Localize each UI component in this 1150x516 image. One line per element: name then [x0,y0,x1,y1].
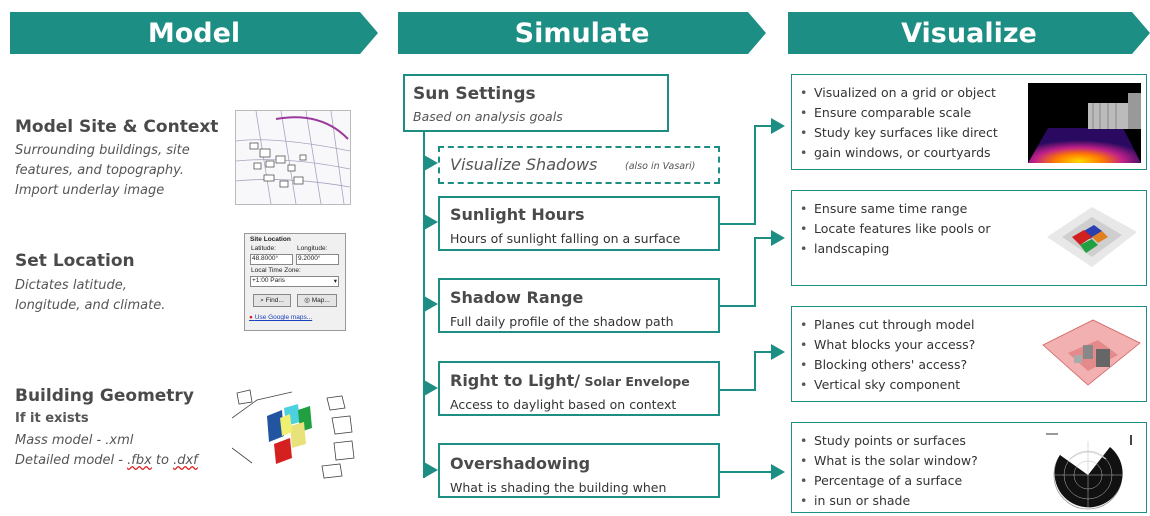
list-item: Planes cut through model [798,315,975,335]
model-header: Model [10,12,378,54]
sunlight-cube-thumbnail [1042,197,1140,279]
timezone-select[interactable]: +1:00 Paris ▾ [250,276,339,287]
chevron-down-icon: ▾ [333,278,337,285]
sunlight-hours-desc: Hours of sunlight falling on a surface [450,231,681,246]
visualize-shadows-title: Visualize Shadows [450,155,598,174]
set-location-desc: Dictates latitude, longitude, and climat… [15,278,166,313]
shadow-range-box: Shadow Range Full daily profile of the s… [438,278,720,333]
visualize-list-3: Planes cut through model What blocks you… [798,315,975,395]
visualize-box-4: Study points or surfaces What is the sol… [791,422,1147,513]
latitude-field[interactable]: 48.8000° [250,254,293,265]
set-location-title: Set Location [15,251,135,271]
list-item: Study points or surfaces [798,431,978,451]
shadow-range-title: Shadow Range [450,288,584,307]
sunlight-hours-box: Sunlight Hours Hours of sunlight falling… [438,196,720,251]
overshadowing-title: Overshadowing [450,454,591,473]
visualize-shadows-note: (also in Vasari) [625,161,696,172]
list-item: What blocks your access? [798,335,975,355]
list-item: landscaping [798,239,990,259]
overshadowing-box: Overshadowing What is shading the buildi… [438,443,720,498]
solar-window-thumbnail [1040,429,1140,511]
list-item: Visualized on a grid or object [798,83,998,103]
right-to-light-box: Right to Light/ Solar Envelope Access to… [438,361,720,416]
site-context-title: Model Site & Context [15,117,219,137]
site-location-dialog: Site Location Latitude: Longitude: 48.80… [244,233,346,331]
sun-settings-title: Sun Settings [413,84,536,104]
sun-settings-desc: Based on analysis goals [413,109,563,124]
latitude-label: Latitude: [251,245,276,252]
find-button[interactable]: ⌕ Find... [253,294,291,307]
google-maps-link[interactable]: ● Use Google maps... [249,314,313,321]
timezone-label: Local Time Zone: [251,267,301,274]
shadow-range-desc: Full daily profile of the shadow path [450,314,674,329]
map-button[interactable]: ◎ Map... [297,294,337,307]
site-model-thumbnail [235,110,351,205]
overshadowing-desc: What is shading the building when [450,480,667,495]
right-to-light-title: Right to Light/ Solar Envelope [450,371,690,390]
building-geometry-sub: If it exists [15,411,89,426]
building-geometry-title: Building Geometry [15,386,194,406]
visualize-box-3: Planes cut through model What blocks you… [791,306,1147,402]
find-icon: ⌕ [260,297,264,304]
map-icon: ◎ [304,297,310,304]
building-geometry-desc: Mass model - .xml Detailed model - .fbx … [15,433,198,468]
dialog-title: Site Location [250,236,291,243]
heatmap-thumbnail [1028,83,1141,163]
visualize-shadows-box: Visualize Shadows (also in Vasari) [438,146,720,184]
envelope-thumbnail [1038,315,1142,395]
list-item: Percentage of a surface [798,471,978,491]
simulate-header: Simulate [398,12,766,54]
visualize-box-2: Ensure same time range Locate features l… [791,190,1147,286]
right-to-light-desc: Access to daylight based on context [450,397,677,412]
list-item: in sun or shade [798,491,978,511]
list-item: Ensure comparable scale [798,103,998,123]
list-item: Study key surfaces like direct [798,123,998,143]
list-item: Ensure same time range [798,199,990,219]
sunlight-hours-title: Sunlight Hours [450,205,585,224]
longitude-field[interactable]: 9.2000° [296,254,339,265]
list-item: Locate features like pools or [798,219,990,239]
list-item: Blocking others' access? [798,355,975,375]
list-item: What is the solar window? [798,451,978,471]
visualize-header: Visualize [788,12,1150,54]
error-icon: ● [249,314,253,321]
building-geometry-thumbnail [231,388,356,480]
sun-settings-box: Sun Settings Based on analysis goals [403,74,669,132]
longitude-label: Longitude: [297,245,328,252]
list-item: gain windows, or courtyards [798,143,998,163]
visualize-box-1: Visualized on a grid or object Ensure co… [791,74,1147,170]
visualize-list-4: Study points or surfaces What is the sol… [798,431,978,511]
site-context-desc: Surrounding buildings, site features, an… [15,143,190,198]
visualize-list-2: Ensure same time range Locate features l… [798,199,990,259]
list-item: Vertical sky component [798,375,975,395]
visualize-list-1: Visualized on a grid or object Ensure co… [798,83,998,163]
